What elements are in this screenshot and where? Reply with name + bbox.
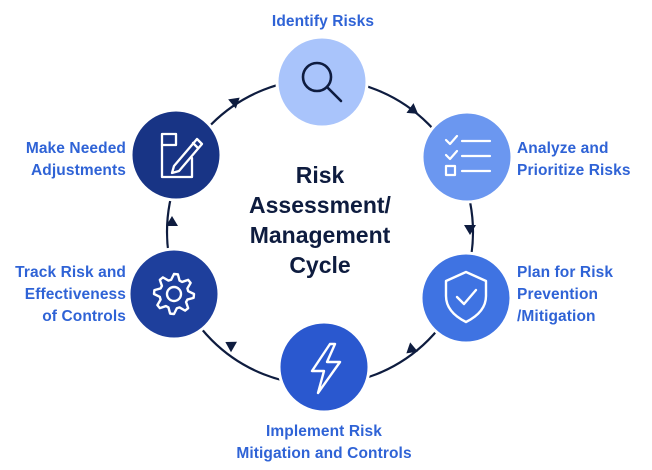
step-circle-5 bbox=[127, 247, 221, 341]
label-analyze-prioritize: Analyze and Prioritize Risks bbox=[517, 140, 631, 179]
arrow-3 bbox=[406, 342, 418, 354]
arrow-5 bbox=[166, 216, 178, 226]
step-implement-controls bbox=[277, 320, 371, 414]
lightning-icon bbox=[310, 342, 342, 395]
shield-check-icon bbox=[444, 270, 488, 324]
gear-icon bbox=[152, 272, 196, 316]
label-plan-prevention: Plan for Risk Prevention /Mitigation bbox=[517, 264, 614, 325]
step-circle-6 bbox=[129, 108, 223, 202]
step-plan-prevention bbox=[419, 251, 513, 345]
step-circle-4 bbox=[277, 320, 371, 414]
checklist-icon bbox=[444, 134, 492, 177]
step-make-adjustments bbox=[129, 108, 223, 202]
label-make-adjustments: Make Needed Adjustments bbox=[25, 140, 126, 179]
label-identify-risks: Identify Risks bbox=[271, 13, 375, 30]
cycle-arrows bbox=[166, 97, 476, 354]
arrow-6 bbox=[228, 97, 240, 109]
step-circle-1 bbox=[275, 35, 369, 129]
step-identify-risks bbox=[275, 35, 369, 129]
step-circle-3 bbox=[419, 251, 513, 345]
magnifier-icon bbox=[301, 61, 343, 103]
arrow-1 bbox=[406, 103, 419, 114]
label-track-effectiveness: Track Risk and Effectiveness of Controls bbox=[15, 264, 126, 325]
edit-document-icon bbox=[160, 132, 204, 179]
step-track-effectiveness bbox=[127, 247, 221, 341]
label-implement-controls: Implement Risk Mitigation and Controls bbox=[236, 423, 412, 462]
center-title: Risk Assessment/ Management Cycle bbox=[249, 162, 391, 278]
arrow-4 bbox=[225, 341, 237, 353]
step-analyze-prioritize bbox=[420, 110, 514, 204]
arrow-2 bbox=[464, 225, 476, 235]
